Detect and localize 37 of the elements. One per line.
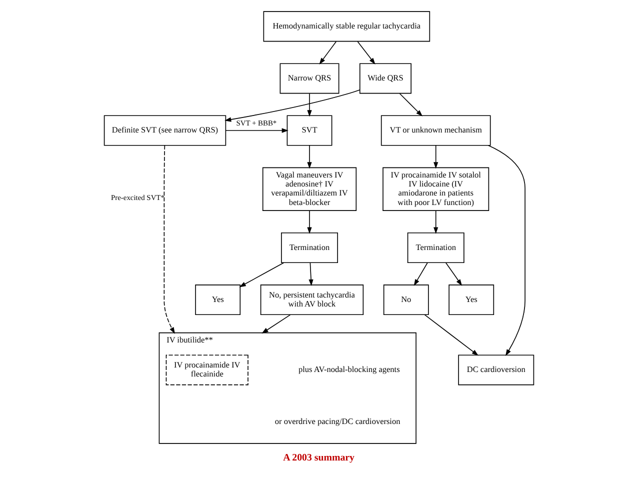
node-box: Termination xyxy=(281,232,338,264)
node-box: Hemodynamically stable regular tachycardia xyxy=(263,11,430,42)
edge-label: Pre-excited SVT* xyxy=(111,193,164,202)
node-box: Definite SVT (see narrow QRS) xyxy=(104,115,226,146)
arrow xyxy=(307,93,312,117)
node-box: Yes xyxy=(195,284,241,316)
arrow xyxy=(308,262,314,286)
arrow xyxy=(446,262,462,286)
arrow xyxy=(434,145,438,169)
node-box: Yes xyxy=(448,284,494,316)
node-box: VT or unknown mechanism xyxy=(380,115,491,146)
arrow xyxy=(307,210,312,234)
arrow xyxy=(434,210,438,234)
node-box: SVT xyxy=(286,115,332,146)
node-box: IV procainamide IV flecainide xyxy=(166,354,248,386)
arrow xyxy=(164,144,175,334)
node-box: Termination xyxy=(407,232,464,264)
node-box: IV procainamide IV sotalol IV lidocaine (IV amiodarone in patients with poor LV function) xyxy=(382,167,490,212)
arrow xyxy=(239,262,284,288)
arrow xyxy=(319,41,337,64)
node-box: No xyxy=(383,284,429,316)
arrow xyxy=(488,144,526,356)
arrow xyxy=(399,93,423,116)
arrow xyxy=(224,89,360,122)
caption: A 2003 summary xyxy=(283,452,355,464)
arrow xyxy=(424,314,478,356)
node-box: No, persistent tachycardia with AV block xyxy=(260,284,364,316)
arrow xyxy=(307,145,312,169)
node-box: Vagal maneuvers IV adenosine† IV verapamil/diltiazem IV beta-blocker xyxy=(262,167,357,212)
node-box: Wide QRS xyxy=(359,63,412,94)
arrow xyxy=(262,314,291,334)
node-box: Narrow QRS xyxy=(280,63,340,94)
node-box: DC cardioversion xyxy=(458,354,534,386)
arrow xyxy=(414,262,428,286)
edge-label: SVT + BBB* xyxy=(236,118,277,128)
arrow xyxy=(225,128,288,133)
arrow xyxy=(357,41,376,64)
